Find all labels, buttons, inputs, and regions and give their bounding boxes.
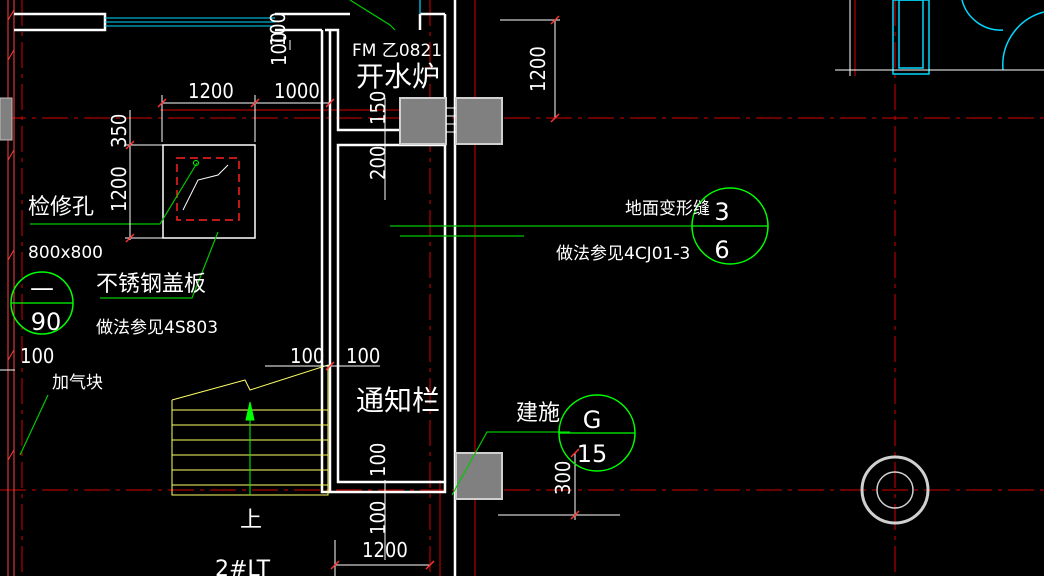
label-stainless-cover: 不锈钢盖板 — [96, 272, 206, 297]
dim-v-1200: 1200 — [107, 166, 131, 212]
bubble-right-bottom: 6 — [714, 236, 729, 264]
label-inspection-hole: 检修孔 — [28, 195, 94, 220]
dim-room-1200: 1200 — [188, 79, 234, 103]
column-1 — [399, 97, 447, 145]
round-column — [860, 455, 930, 525]
label-stair-up: 上 — [240, 508, 262, 533]
left-column — [0, 97, 13, 141]
room-label-notice: 通知栏 — [356, 384, 440, 417]
dimension-ticks — [125, 15, 580, 570]
dim-room-1000: 1000 — [274, 79, 320, 103]
column-3 — [455, 452, 503, 500]
dim-v-150: 150 — [366, 91, 390, 125]
dim-right-1200: 1200 — [526, 46, 550, 92]
door-tag: FM 乙0821 — [352, 41, 442, 61]
label-method-ref-2: 做法参见4CJ01-3 — [556, 244, 690, 264]
inspection-box — [162, 144, 256, 239]
label-stair-tag: 2#LT — [215, 557, 271, 576]
label-expansion-joint: 地面变形缝 — [625, 199, 710, 219]
bubble-left-top: — — [30, 274, 54, 302]
dim-v-300: 300 — [551, 461, 575, 495]
dim-wall-100-left: 100 — [20, 344, 54, 368]
door-dims — [835, 0, 1044, 76]
bubble-right-top: 3 — [714, 198, 729, 226]
label-jianshi: 建施 — [516, 401, 560, 426]
column-2 — [455, 97, 503, 145]
dim-v-200: 200 — [366, 146, 390, 180]
dim-bottom-1200: 1200 — [362, 538, 408, 562]
dim-v-100-lower: 100 — [366, 443, 390, 477]
dim-v-350: 350 — [107, 114, 131, 148]
leaders — [19, 0, 692, 496]
label-inspection-size: 800x800 — [28, 243, 103, 263]
column-hatch — [446, 107, 456, 133]
bubble-lower-bottom: 15 — [577, 440, 608, 468]
dim-stair-100-b: 100 — [346, 344, 380, 368]
room-label-boiler: 开水炉 — [356, 60, 440, 93]
dimension-lines — [0, 19, 620, 576]
label-aerated-block: 加气块 — [52, 373, 103, 393]
bubble-left-bottom: 90 — [31, 308, 62, 336]
dim-top-100: 100 — [266, 12, 290, 46]
door-frame-cyan — [892, 0, 1044, 75]
bubble-lower-top: G — [583, 406, 602, 434]
dim-left-100: 100 — [267, 32, 291, 66]
dim-stair-100-a: 100 — [290, 344, 324, 368]
window-cyan — [105, 17, 275, 27]
walls — [14, 0, 457, 576]
left-wall-hatch — [7, 0, 15, 576]
dim-v-100-bottom: 100 — [366, 501, 390, 535]
stair — [171, 364, 329, 496]
label-method-ref-1: 做法参见4S803 — [96, 318, 218, 338]
